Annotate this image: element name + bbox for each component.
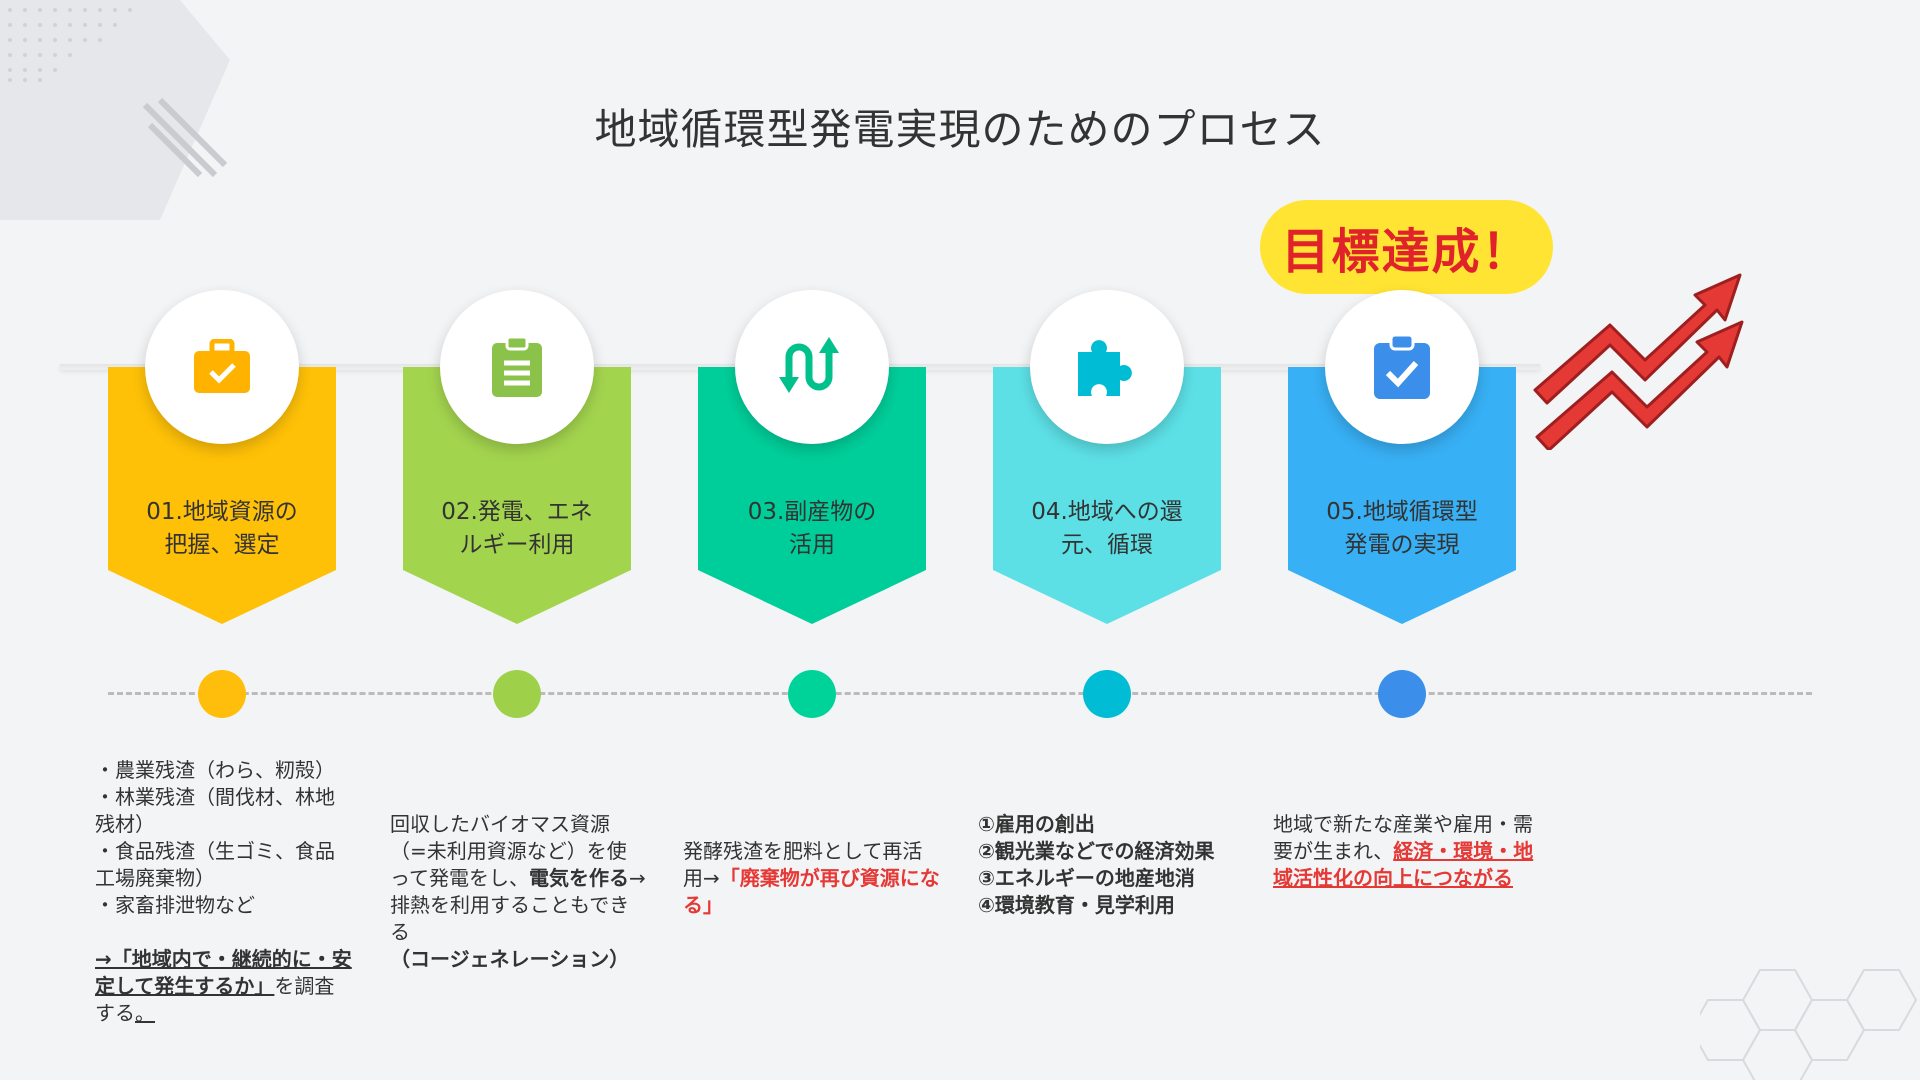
step-5-dot [1378,670,1426,718]
step-label-line: 元、循環 [1061,532,1153,558]
survey-note: →「地域内で・継続的に・安定して発生するか」を調査する。 [95,946,353,1027]
step-label-line: 把握、選定 [164,532,280,558]
step-3-label: 03.副産物の活用 [698,496,926,562]
page-title: 地域循環型発電実現のためのプロセス [594,105,1326,154]
detail-text: 回収したバイオマス資源（=未利用資源など）を使って発電をし、 [390,812,627,890]
step-3-icon-circle [735,290,889,444]
step-4-dot [1083,670,1131,718]
step-label-line: 04.地域への還 [1031,499,1183,525]
step-4-detail: ①雇用の創出 ②観光業などでの経済効果 ③エネルギーの地産地消 ④環境教育・見学… [978,811,1248,919]
resource-item: ・農業残渣（わら、籾殻） [95,758,335,782]
step-2-detail: 回収したバイオマス資源（=未利用資源など）を使って発電をし、電気を作る→排熱を利… [390,811,646,973]
detail-text: 発酵残渣を肥料として再活用→ [683,839,923,890]
detail-highlight: 経済・環境・地域活性化の向上につながる [1273,839,1534,890]
timeline-dashed-line [108,692,1812,695]
resource-item: ・家畜排泄物など [95,893,255,917]
step-2-icon-circle [440,290,594,444]
step-1-dot [198,670,246,718]
step-3-dot [788,670,836,718]
survey-note-rest: を調査する [95,974,335,1025]
benefit-item: ③エネルギーの地産地消 [978,866,1195,890]
step-5-icon-circle [1325,290,1479,444]
rising-arrows-icon [1533,273,1744,450]
step-label-line: 02.発電、エネ [441,499,593,525]
survey-note-end: 。 [135,1001,155,1025]
detail-highlight: 「廃棄物が再び資源になる」 [683,866,940,917]
survey-note-bold: →「地域内で・継続的に・安定して発生するか」 [95,947,352,998]
cycle-arrows-icon [779,337,839,393]
step-1-icon-circle [145,290,299,444]
benefit-item: ①雇用の創出 [978,812,1095,836]
goal-achieved-badge: 目標達成！ [1264,204,1549,290]
step-1-label: 01.地域資源の把握、選定 [108,496,336,562]
clipboard-check-icon [1374,335,1430,399]
detail-text: 地域で新たな産業や雇用・需要が生まれ、 [1273,812,1533,863]
detail-bold: （コージェネレーション） [390,947,630,971]
step-1-detail: ・農業残渣（わら、籾殻） ・林業残渣（間伐材、林地残材） ・食品残渣（生ゴミ、食… [95,757,353,1027]
step-3-detail: 発酵残渣を肥料として再活用→「廃棄物が再び資源になる」 [683,838,941,919]
step-4-label: 04.地域への還元、循環 [993,496,1221,562]
step-label-line: 活用 [789,532,835,558]
resource-item: ・林業残渣（間伐材、林地残材） [95,785,335,836]
step-2-dot [493,670,541,718]
step-5-label: 05.地域循環型発電の実現 [1288,496,1516,562]
clipboard-list-icon [492,337,542,397]
step-4-icon-circle [1030,290,1184,444]
step-label-line: 発電の実現 [1344,532,1460,558]
decorative-honeycomb [1700,969,1918,1080]
step-5-detail: 地域で新たな産業や雇用・需要が生まれ、経済・環境・地域活性化の向上につながる [1273,811,1535,892]
step-label-line: 01.地域資源の [146,499,298,525]
step-2-label: 02.発電、エネルギー利用 [403,496,631,562]
step-label-line: 03.副産物の [747,499,877,525]
resource-item: ・食品残渣（生ゴミ、食品工場廃棄物） [95,839,335,890]
decorative-hexagon [0,0,230,220]
step-label-line: ルギー利用 [459,532,575,558]
detail-text: →排熱を利用することもできる [390,866,646,944]
step-label-line: 05.地域循環型 [1326,499,1478,525]
detail-bold: 電気を作る [529,866,629,890]
benefit-item: ②観光業などでの経済効果 [978,839,1215,863]
benefit-item: ④環境教育・見学利用 [978,893,1175,917]
puzzle-icon [1078,340,1132,396]
briefcase-check-icon [194,339,250,393]
